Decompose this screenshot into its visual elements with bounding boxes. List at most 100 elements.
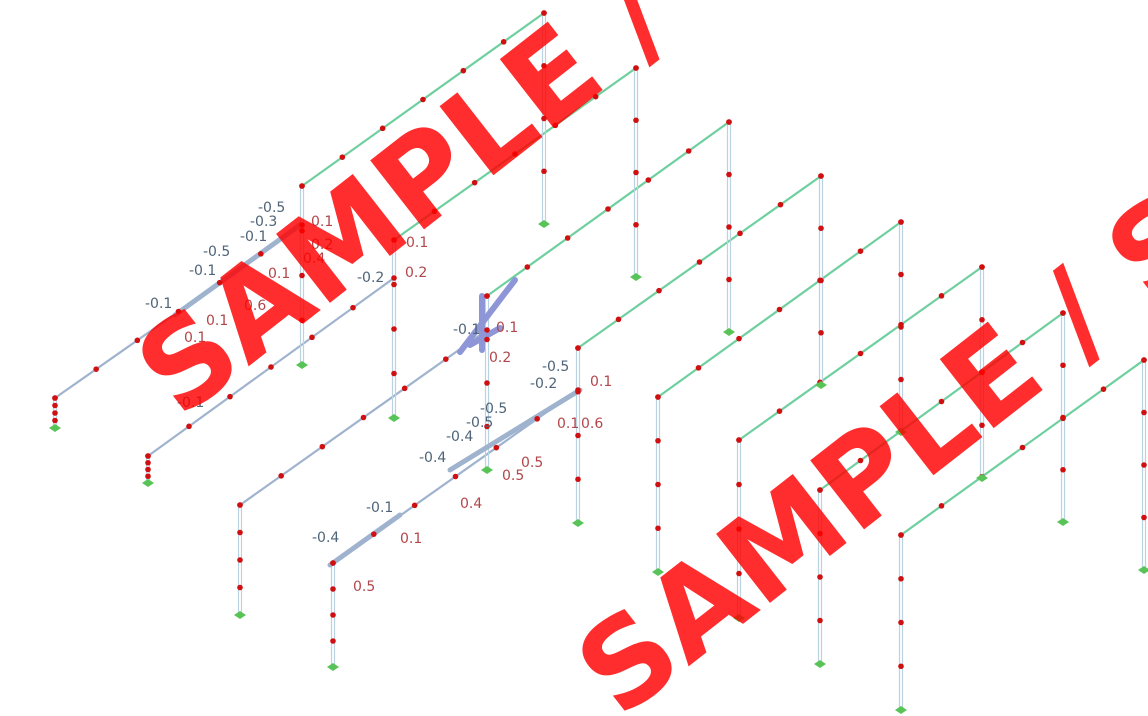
result-band[interactable] — [327, 512, 403, 568]
node-point[interactable] — [656, 287, 662, 294]
node-point[interactable] — [391, 370, 397, 377]
node-point[interactable] — [857, 350, 864, 357]
node-point[interactable] — [818, 225, 824, 232]
node-point[interactable] — [605, 206, 611, 212]
node-point[interactable] — [645, 177, 652, 183]
support-symbol[interactable] — [234, 611, 246, 619]
node-point[interactable] — [726, 171, 732, 178]
node-point[interactable] — [512, 151, 518, 157]
node-point[interactable] — [484, 336, 490, 343]
node-point[interactable] — [633, 117, 639, 124]
node-point[interactable] — [898, 532, 904, 538]
node-point[interactable] — [330, 638, 336, 644]
support-symbol[interactable] — [327, 663, 339, 671]
node-point[interactable] — [237, 502, 243, 508]
node-point[interactable] — [655, 394, 661, 400]
support-symbol[interactable] — [1057, 518, 1069, 526]
node-point[interactable] — [817, 617, 823, 624]
node-point[interactable] — [134, 337, 141, 344]
node-point[interactable] — [776, 306, 783, 313]
node-point[interactable] — [52, 410, 58, 416]
node-point[interactable] — [726, 276, 732, 283]
node-point[interactable] — [979, 264, 985, 270]
node-point[interactable] — [484, 293, 490, 299]
node-point[interactable] — [541, 10, 547, 16]
node-point[interactable] — [857, 248, 864, 254]
node-point[interactable] — [1141, 409, 1147, 416]
node-point[interactable] — [1060, 466, 1066, 473]
node-point[interactable] — [818, 329, 824, 336]
node-point[interactable] — [268, 364, 274, 370]
node-point[interactable] — [216, 279, 223, 286]
node-point[interactable] — [592, 93, 599, 100]
node-point[interactable] — [460, 67, 467, 74]
node-point[interactable] — [52, 395, 58, 401]
support-symbol[interactable] — [388, 414, 400, 422]
node-point[interactable] — [145, 453, 151, 459]
result-band[interactable] — [172, 222, 303, 318]
node-point[interactable] — [898, 376, 904, 383]
node-point[interactable] — [411, 502, 418, 509]
support-symbol[interactable] — [895, 706, 907, 714]
node-point[interactable] — [145, 466, 151, 473]
node-point[interactable] — [818, 173, 824, 179]
node-point[interactable] — [736, 570, 742, 577]
node-point[interactable] — [278, 473, 284, 479]
node-point[interactable] — [736, 335, 742, 342]
node-point[interactable] — [857, 457, 864, 464]
node-point[interactable] — [379, 125, 386, 132]
node-point[interactable] — [237, 557, 243, 563]
node-point[interactable] — [371, 531, 377, 537]
node-point[interactable] — [575, 388, 581, 395]
node-point[interactable] — [443, 356, 449, 362]
node-point[interactable] — [420, 96, 426, 103]
node-point[interactable] — [695, 365, 702, 371]
support-symbol[interactable] — [481, 466, 493, 474]
node-point[interactable] — [237, 584, 243, 591]
node-point[interactable] — [898, 619, 904, 626]
support-symbol[interactable] — [814, 660, 826, 668]
node-point[interactable] — [145, 459, 151, 466]
node-point[interactable] — [726, 224, 732, 230]
node-point[interactable] — [145, 473, 151, 480]
node-point[interactable] — [979, 369, 985, 376]
node-point[interactable] — [1019, 339, 1026, 346]
node-point[interactable] — [633, 221, 639, 228]
support-symbol[interactable] — [538, 220, 550, 228]
node-point[interactable] — [258, 251, 264, 257]
node-point[interactable] — [309, 334, 315, 341]
node-point[interactable] — [898, 324, 904, 330]
support-symbol[interactable] — [49, 424, 61, 432]
node-point[interactable] — [575, 432, 581, 439]
node-point[interactable] — [299, 272, 305, 279]
node-point[interactable] — [237, 529, 243, 536]
node-point[interactable] — [552, 122, 559, 129]
node-point[interactable] — [938, 503, 945, 509]
node-point[interactable] — [471, 179, 478, 186]
node-point[interactable] — [484, 380, 490, 386]
node-point[interactable] — [1141, 514, 1147, 521]
node-point[interactable] — [339, 154, 346, 160]
node-point[interactable] — [541, 62, 547, 69]
node-point[interactable] — [736, 481, 742, 488]
node-point[interactable] — [500, 39, 507, 45]
node-point[interactable] — [633, 169, 639, 176]
node-point[interactable] — [330, 586, 336, 592]
node-point[interactable] — [52, 402, 58, 409]
node-point[interactable] — [898, 271, 904, 278]
node-point[interactable] — [736, 437, 742, 443]
node-point[interactable] — [1100, 386, 1107, 392]
node-point[interactable] — [52, 417, 58, 424]
node-point[interactable] — [484, 423, 490, 430]
node-point[interactable] — [1019, 444, 1026, 451]
support-symbol[interactable] — [723, 328, 735, 336]
support-symbol[interactable] — [815, 381, 827, 389]
node-point[interactable] — [817, 574, 823, 580]
node-point[interactable] — [175, 308, 182, 315]
node-point[interactable] — [615, 316, 622, 323]
node-point[interactable] — [360, 414, 367, 421]
node-point[interactable] — [330, 612, 336, 618]
node-point[interactable] — [726, 119, 732, 125]
selected-member[interactable] — [467, 325, 503, 348]
support-symbol[interactable] — [895, 428, 907, 436]
